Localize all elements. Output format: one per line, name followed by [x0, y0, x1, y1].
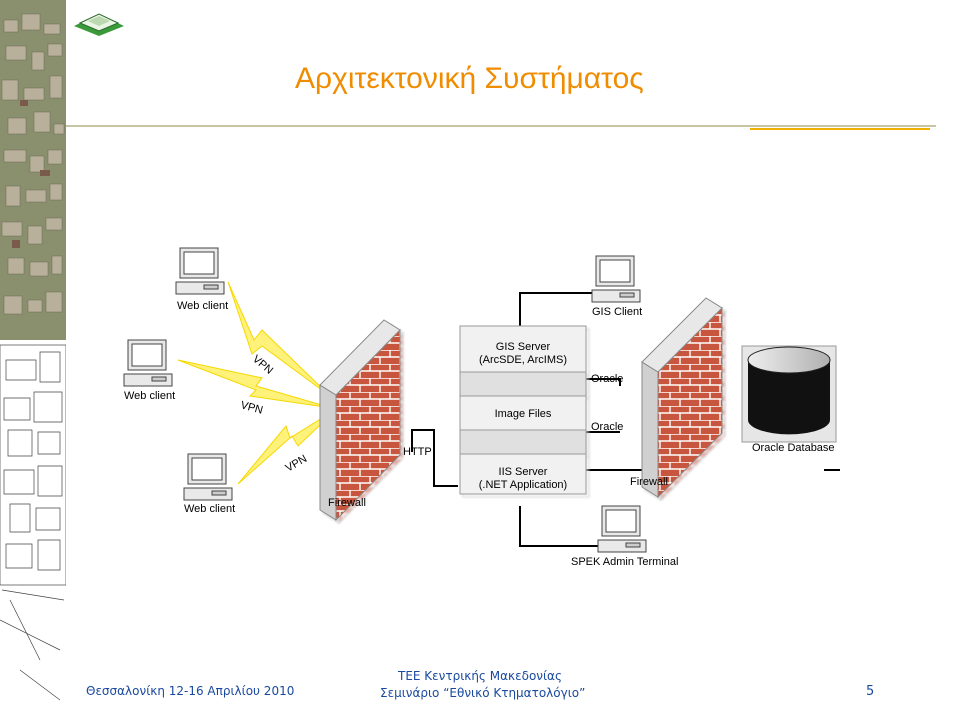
oracle-label-1: Oracle	[591, 373, 624, 385]
http-label: HTTP	[403, 446, 432, 458]
gis-server-label: GIS Server (ArcSDE, ArcIMS)	[460, 341, 586, 367]
gis-client-label: GIS Client	[592, 306, 643, 318]
vpn-label-2: VPN	[239, 399, 264, 416]
firewall-right-icon	[641, 297, 723, 499]
gis-server-line1: GIS Server	[495, 341, 551, 353]
firewall-right-label: Firewall	[630, 476, 668, 488]
gis-server-box	[459, 325, 587, 495]
map-sidebar-image	[0, 0, 66, 701]
vpn-label-1: VPN	[250, 353, 275, 377]
web-client-left-label: Web client	[124, 390, 176, 402]
slide-title: Αρχιτεκτονική Συστήματος	[295, 62, 644, 95]
computer-icon-gis-client	[591, 255, 641, 303]
web-client-top-label: Web client	[177, 300, 229, 312]
vpn-label-3: VPN	[284, 453, 310, 475]
oracle-label-2: Oracle	[591, 421, 624, 433]
firewall-left-icon	[319, 319, 401, 522]
computer-icon-web-client-left	[123, 339, 173, 387]
web-client-bottom-label: Web client	[184, 503, 236, 515]
firewall-left-label: Firewall	[328, 497, 366, 509]
oracle-database-icon	[741, 345, 837, 443]
footer-center-line1: ΤΕΕ Κεντρικής Μακεδονίας	[397, 669, 563, 683]
iis-server-line1: IIS Server	[498, 466, 548, 478]
iis-server-line2: (.NET Application)	[478, 479, 568, 491]
title-divider	[66, 125, 936, 127]
footer-center-line2: Σεμινάριο “Εθνικό Κτηματολόγιο”	[380, 686, 586, 700]
footer-left: Θεσσαλονίκη 12-16 Απριλίου 2010	[86, 684, 295, 698]
oracle-database-label: Oracle Database	[752, 442, 835, 454]
title-divider-accent	[750, 128, 930, 130]
gis-server-line2: (ArcSDE, ArcIMS)	[478, 354, 567, 366]
image-files-label: Image Files	[494, 408, 552, 420]
computer-icon-web-client-top	[175, 247, 225, 295]
vpn-beam-middle	[177, 359, 333, 409]
iis-server-label: IIS Server (.NET Application)	[460, 466, 586, 492]
computer-icon-spek-admin	[597, 505, 647, 553]
footer-center: ΤΕΕ Κεντρικής Μακεδονίας Σεμινάριο “Εθνι…	[380, 668, 586, 702]
computer-icon-web-client-bottom	[183, 453, 233, 501]
page-number: 5	[866, 684, 875, 699]
logo-icon	[74, 13, 124, 36]
spek-admin-terminal-label: SPEK Admin Terminal	[571, 556, 679, 568]
